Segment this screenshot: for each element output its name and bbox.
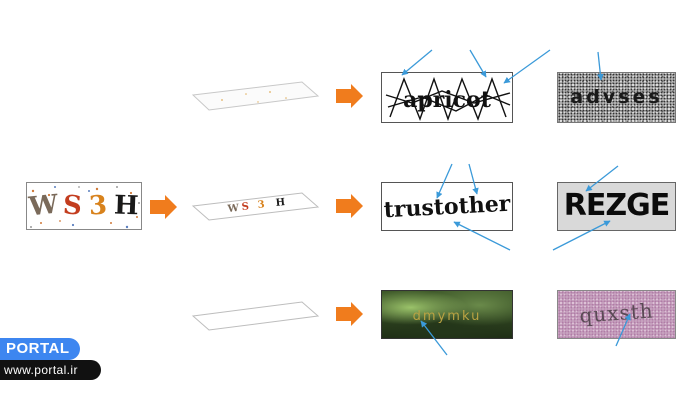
arrow-right-icon bbox=[150, 195, 177, 219]
noise-dots bbox=[30, 186, 140, 229]
pointer-line bbox=[468, 163, 479, 195]
captcha-rezge-text: REZGE bbox=[563, 188, 670, 223]
portal-logo-badge: PORTAL bbox=[0, 338, 80, 360]
pointer-lines bbox=[401, 49, 631, 356]
orange-arrows bbox=[150, 84, 363, 326]
flat-captcha-char: 3 bbox=[257, 199, 265, 211]
captcha-dmymku-text: dmymku bbox=[412, 309, 482, 324]
captcha-advses: advses bbox=[557, 72, 676, 123]
flat-captcha-panel-top bbox=[191, 81, 320, 111]
arrow-right-icon bbox=[336, 194, 363, 218]
pointer-line bbox=[436, 163, 453, 199]
flat-captcha-chars: W S 3 H bbox=[226, 197, 286, 215]
captcha-quxsth: quxsth bbox=[557, 290, 676, 339]
pointer-line bbox=[615, 313, 631, 347]
flat-captcha-panel-middle bbox=[191, 192, 320, 221]
captcha-trustother: trustother bbox=[381, 182, 513, 231]
arrow-right-icon bbox=[336, 84, 363, 108]
flat-captcha-char: H bbox=[275, 197, 286, 209]
flat-captcha-char: W bbox=[226, 203, 240, 215]
pointer-line bbox=[469, 49, 487, 78]
pointer-line bbox=[552, 220, 611, 251]
pointer-line bbox=[453, 221, 511, 251]
flat-captcha-noise bbox=[221, 91, 287, 103]
captcha-dmymku: dmymku bbox=[381, 290, 513, 339]
pointer-line bbox=[503, 49, 551, 84]
pointer-line bbox=[597, 51, 604, 81]
arrow-right-icon bbox=[336, 302, 363, 326]
captcha-apricot: apricot bbox=[381, 72, 513, 123]
captcha-apricot-strokes bbox=[385, 76, 511, 122]
flat-captcha-panel-bottom bbox=[191, 301, 320, 331]
pointer-line bbox=[401, 49, 433, 76]
captcha-advses-text: advses bbox=[570, 86, 663, 108]
captcha-rezge: REZGE bbox=[557, 182, 676, 231]
pointer-line bbox=[585, 165, 619, 192]
flat-captcha-char: S bbox=[241, 201, 249, 213]
pointer-line bbox=[420, 320, 448, 356]
portal-url-label: www.portal.ir bbox=[0, 360, 101, 380]
